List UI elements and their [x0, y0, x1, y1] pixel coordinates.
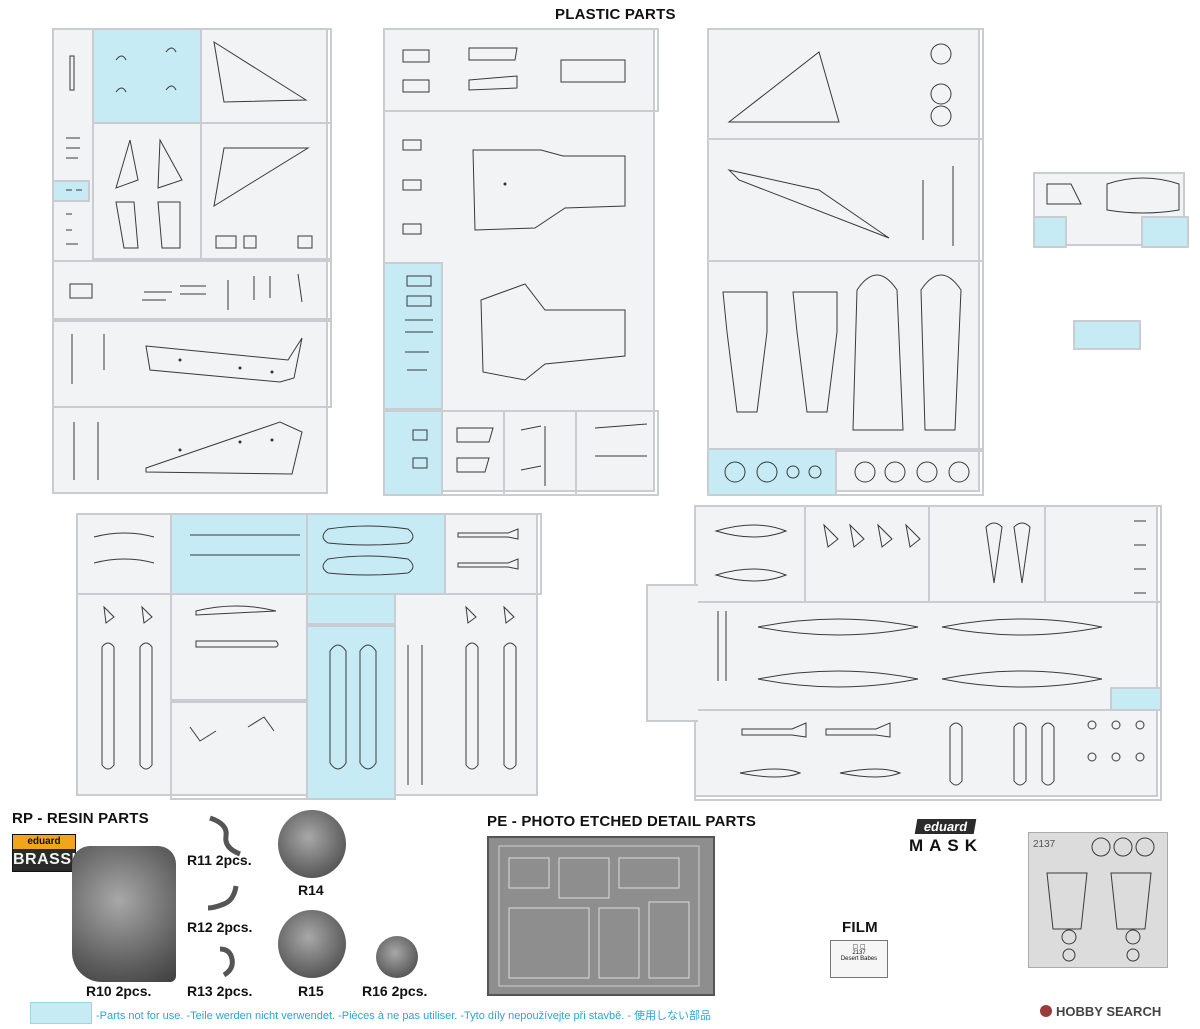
- sprue-cell: [170, 593, 308, 701]
- label-r13: R13 2pcs.: [187, 983, 253, 999]
- sprue-e-parts: [714, 520, 1146, 786]
- film-sheet: ▢ ▢ 2137 Desert Babes: [830, 940, 888, 978]
- resin-r16-wheel: [376, 936, 418, 978]
- pe-fret-details: [498, 845, 700, 987]
- watermark: HOBBY SEARCH: [1040, 1004, 1161, 1019]
- sprue-d-parts: [93, 525, 519, 785]
- sprue-cell: [383, 28, 659, 112]
- mask-logo: eduard MASK: [886, 818, 1006, 856]
- brassin-logo-top: eduard: [13, 835, 75, 849]
- sprue-small-not-for-use: [1073, 320, 1141, 350]
- sprue-canopy: [1033, 172, 1189, 248]
- sprue-e: [694, 505, 1162, 801]
- sprue-cell: [694, 709, 1162, 801]
- not-for-use-area: [1033, 216, 1067, 248]
- pe-fret-image: [487, 836, 715, 996]
- sprue-cell: [170, 701, 308, 800]
- film-section-title: FILM: [842, 919, 878, 936]
- sprue-a-parts: [66, 40, 313, 480]
- mask-number: 2137: [1033, 839, 1056, 850]
- brassin-logo: eduard BRASSIN: [12, 834, 89, 872]
- not-for-use-area: [1141, 216, 1189, 248]
- label-r15: R15: [298, 983, 324, 999]
- sprue-c-parts: [722, 43, 970, 483]
- resin-r11-image: [209, 815, 241, 857]
- resin-section-title: RP - RESIN PARTS: [12, 810, 149, 827]
- resin-r12-image: [207, 885, 239, 911]
- pe-section-title: PE - PHOTO ETCHED DETAIL PARTS: [487, 813, 757, 830]
- mask-logo-top: eduard: [915, 819, 977, 834]
- page-title: PLASTIC PARTS: [555, 6, 676, 23]
- sprue-d: [76, 513, 542, 800]
- mask-logo-bottom: MASK: [908, 836, 984, 855]
- canopy-parts: [1046, 177, 1180, 214]
- film-windows: ▢ ▢: [852, 944, 866, 950]
- legend-swatch: [30, 1002, 92, 1024]
- sprue-cell: [575, 410, 659, 496]
- not-for-use-area: [383, 262, 443, 410]
- resin-seat-image: [72, 846, 176, 982]
- label-r16: R16 2pcs.: [362, 983, 428, 999]
- resin-r13-image: [219, 946, 235, 978]
- sprue-b: [383, 28, 659, 496]
- label-r14: R14: [298, 882, 324, 898]
- not-for-use-area: [170, 513, 308, 595]
- sprue-cell: [444, 513, 542, 595]
- sprue-c: [707, 28, 984, 496]
- not-for-use-area: [92, 28, 202, 124]
- watermark-text: HOBBY SEARCH: [1056, 1004, 1162, 1019]
- sprue-cell: [200, 122, 332, 260]
- label-r10: R10 2pcs.: [86, 983, 152, 999]
- film-name: Desert Babes: [840, 956, 878, 962]
- not-for-use-area: [306, 513, 446, 595]
- mask-sheet: 2137: [1028, 832, 1168, 968]
- resin-r14-wheel: [278, 810, 346, 878]
- watermark-logo-icon: [1040, 1005, 1052, 1017]
- sprue-cell: [835, 448, 984, 496]
- sprue-cell: [52, 260, 332, 320]
- film-number: 2137: [852, 950, 866, 956]
- not-for-use-area: [52, 180, 90, 202]
- label-r11: R11 2pcs.: [187, 852, 252, 868]
- not-for-use-area: [306, 593, 396, 625]
- sprue-cell: [707, 260, 984, 452]
- label-r12: R12 2pcs.: [187, 919, 253, 935]
- sprue-cell: [52, 320, 332, 408]
- mask-shapes: [1046, 837, 1155, 962]
- sprue-a: [52, 28, 332, 494]
- brassin-logo-bottom: BRASSIN: [13, 851, 89, 868]
- sprue-e-runner: [646, 584, 698, 722]
- not-for-use-area: [707, 448, 837, 496]
- resin-r15-wheel: [278, 910, 346, 978]
- legend-text: -Parts not for use. -Teile werden nicht …: [96, 1010, 712, 1022]
- sprue-b-parts: [402, 47, 648, 486]
